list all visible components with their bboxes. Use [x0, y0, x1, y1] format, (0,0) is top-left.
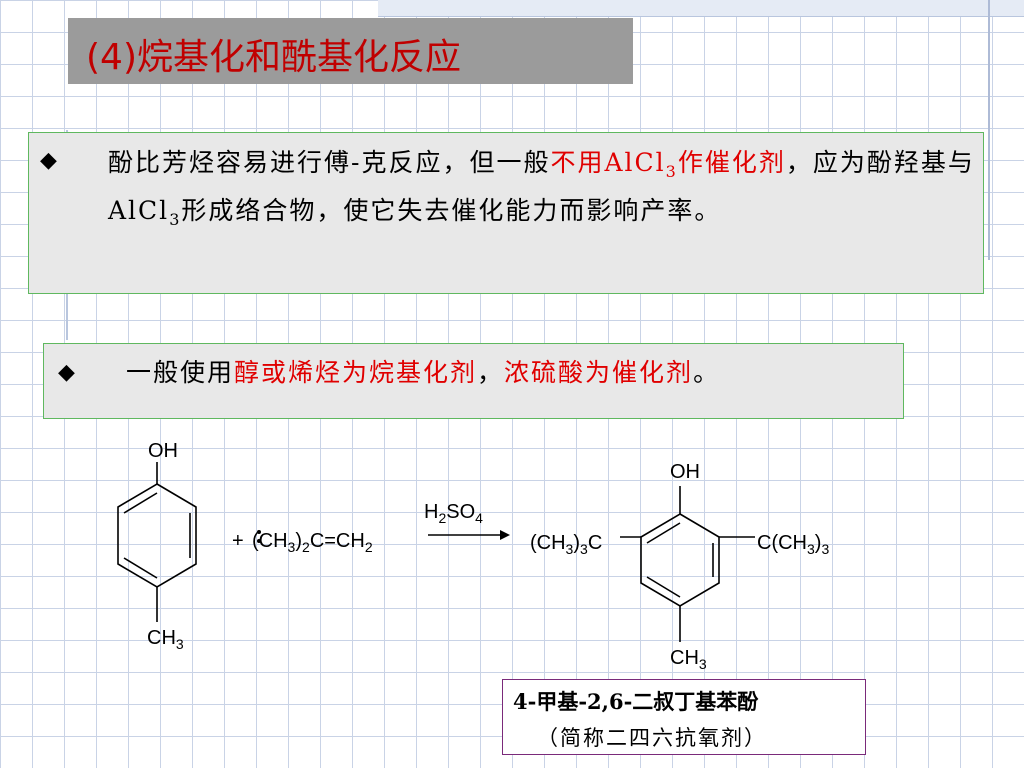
right-ring-double-bond — [646, 522, 681, 544]
left-benzene-ring — [117, 483, 197, 588]
p1-red-sub: 3 — [665, 162, 678, 181]
product-name: 4-甲基-2,6-二叔丁基苯酚 — [513, 689, 759, 714]
catalyst-label: H2SO4 — [424, 501, 483, 526]
p1-highlight-1: 不用AlCl3作催化剂 — [550, 148, 786, 181]
dot-mark — [257, 539, 261, 543]
product-alias: （简称二四六抗氧剂） — [537, 726, 767, 750]
right-ch3-label: CH3 — [670, 647, 707, 672]
page-title: (4)烷基化和酰基化反应 — [86, 37, 461, 78]
left-tbutyl-label: (CH3)3C — [530, 532, 602, 557]
p1-red-2: 作催化剂 — [677, 148, 786, 177]
left-oh-label: OH — [148, 440, 178, 462]
right-oh-label: OH — [670, 461, 700, 483]
reagent-formula: (CH3)2C=CH2 — [252, 530, 373, 555]
title-background — [68, 18, 633, 84]
p2-text-2: ， — [477, 358, 505, 387]
left-ring-double-bond — [123, 557, 158, 579]
p1-text-sub: 3 — [169, 210, 182, 229]
text-box-1 — [28, 132, 984, 294]
p1-text-1: 酚比芳烃容易进行傅-克反应，但一般 — [108, 148, 551, 177]
dot-mark — [257, 530, 261, 534]
p2-text-1: 一般使用 — [126, 358, 235, 387]
text-box-2 — [43, 343, 904, 419]
left-ch3-label: CH3 — [147, 627, 184, 652]
p2-red-2: 浓硫酸为催化剂 — [504, 358, 694, 387]
right-benzene-ring — [640, 513, 720, 607]
p1-text-2: ，应为酚羟基与AlCl — [108, 148, 975, 225]
p1-red-1: 不用AlCl — [550, 148, 666, 177]
bullet-icon-2: ◆ — [58, 360, 75, 385]
p1-text-3: 形成络合物，使它失去催化能力而影响产率。 — [181, 196, 722, 225]
paragraph-1: 酚比芳烃容易进行傅-克反应，但一般不用AlCl3作催化剂，应为酚羟基与AlCl3… — [108, 143, 988, 239]
product-name-box — [502, 679, 866, 755]
p2-red-1: 醇或烯烃为烷基化剂 — [234, 358, 478, 387]
p2-text-3: 。 — [693, 358, 721, 387]
decoration-line — [988, 0, 990, 260]
plus-sign: + — [232, 530, 244, 552]
top-decoration-bar — [378, 0, 1024, 17]
right-tbutyl-label: C(CH3)3 — [757, 532, 829, 557]
paragraph-2: 一般使用醇或烯烃为烷基化剂，浓硫酸为催化剂。 — [126, 355, 720, 391]
left-ring-double-bond — [123, 492, 158, 514]
right-ring-double-bond — [646, 576, 681, 598]
bullet-icon: ◆ — [40, 148, 57, 173]
arrow-head — [500, 530, 510, 540]
